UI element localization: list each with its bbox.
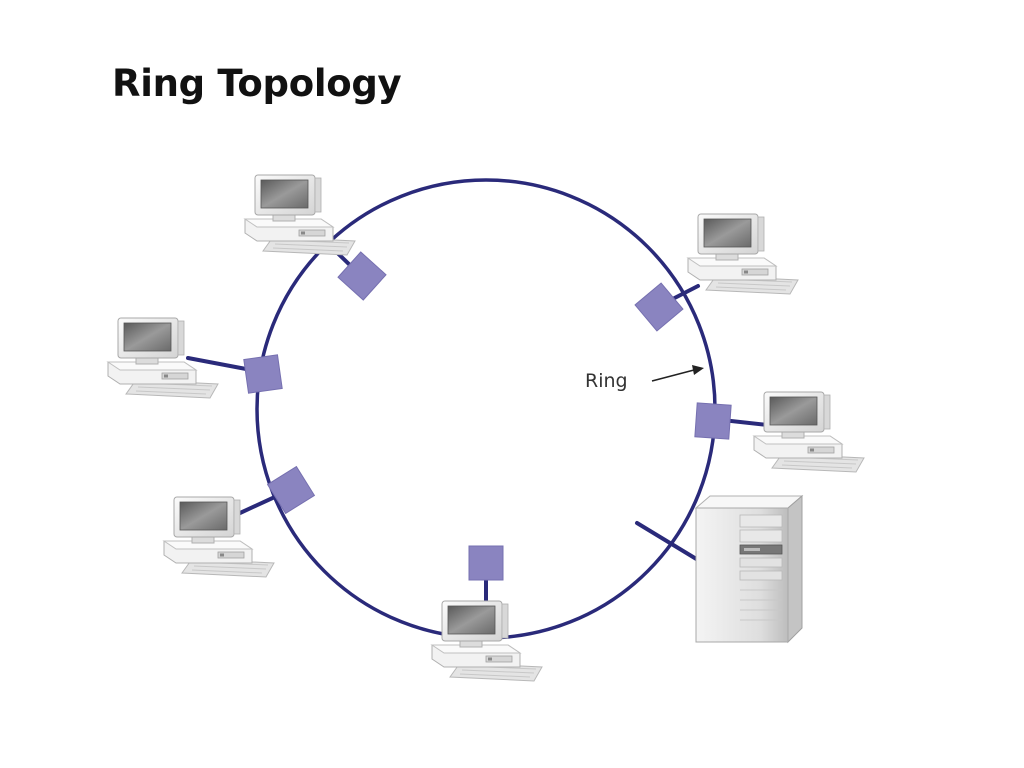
desktop-computer-icon [107, 317, 219, 399]
desktop-computer-icon [244, 174, 356, 256]
ring-label: Ring [585, 370, 628, 392]
arrowhead-icon [692, 365, 704, 375]
desktop-computer-icon [687, 213, 799, 295]
ring-connector [468, 545, 504, 581]
ring-annotation: Ring [585, 365, 704, 392]
desktop-computer-icon [431, 600, 543, 682]
ring-connector [243, 354, 283, 394]
ring-connector [337, 251, 387, 301]
server-tower-icon [694, 494, 804, 644]
desktop-computer-icon [163, 496, 275, 578]
ring-arrow-icon [651, 369, 695, 382]
ring-connector [266, 465, 316, 515]
desktop-computer-icon [753, 391, 865, 473]
ring-connector [694, 402, 732, 440]
ring-connectors [243, 251, 732, 581]
ring-connector [634, 282, 684, 332]
slide-title: Ring Topology [112, 62, 402, 105]
cable-server [635, 521, 700, 562]
